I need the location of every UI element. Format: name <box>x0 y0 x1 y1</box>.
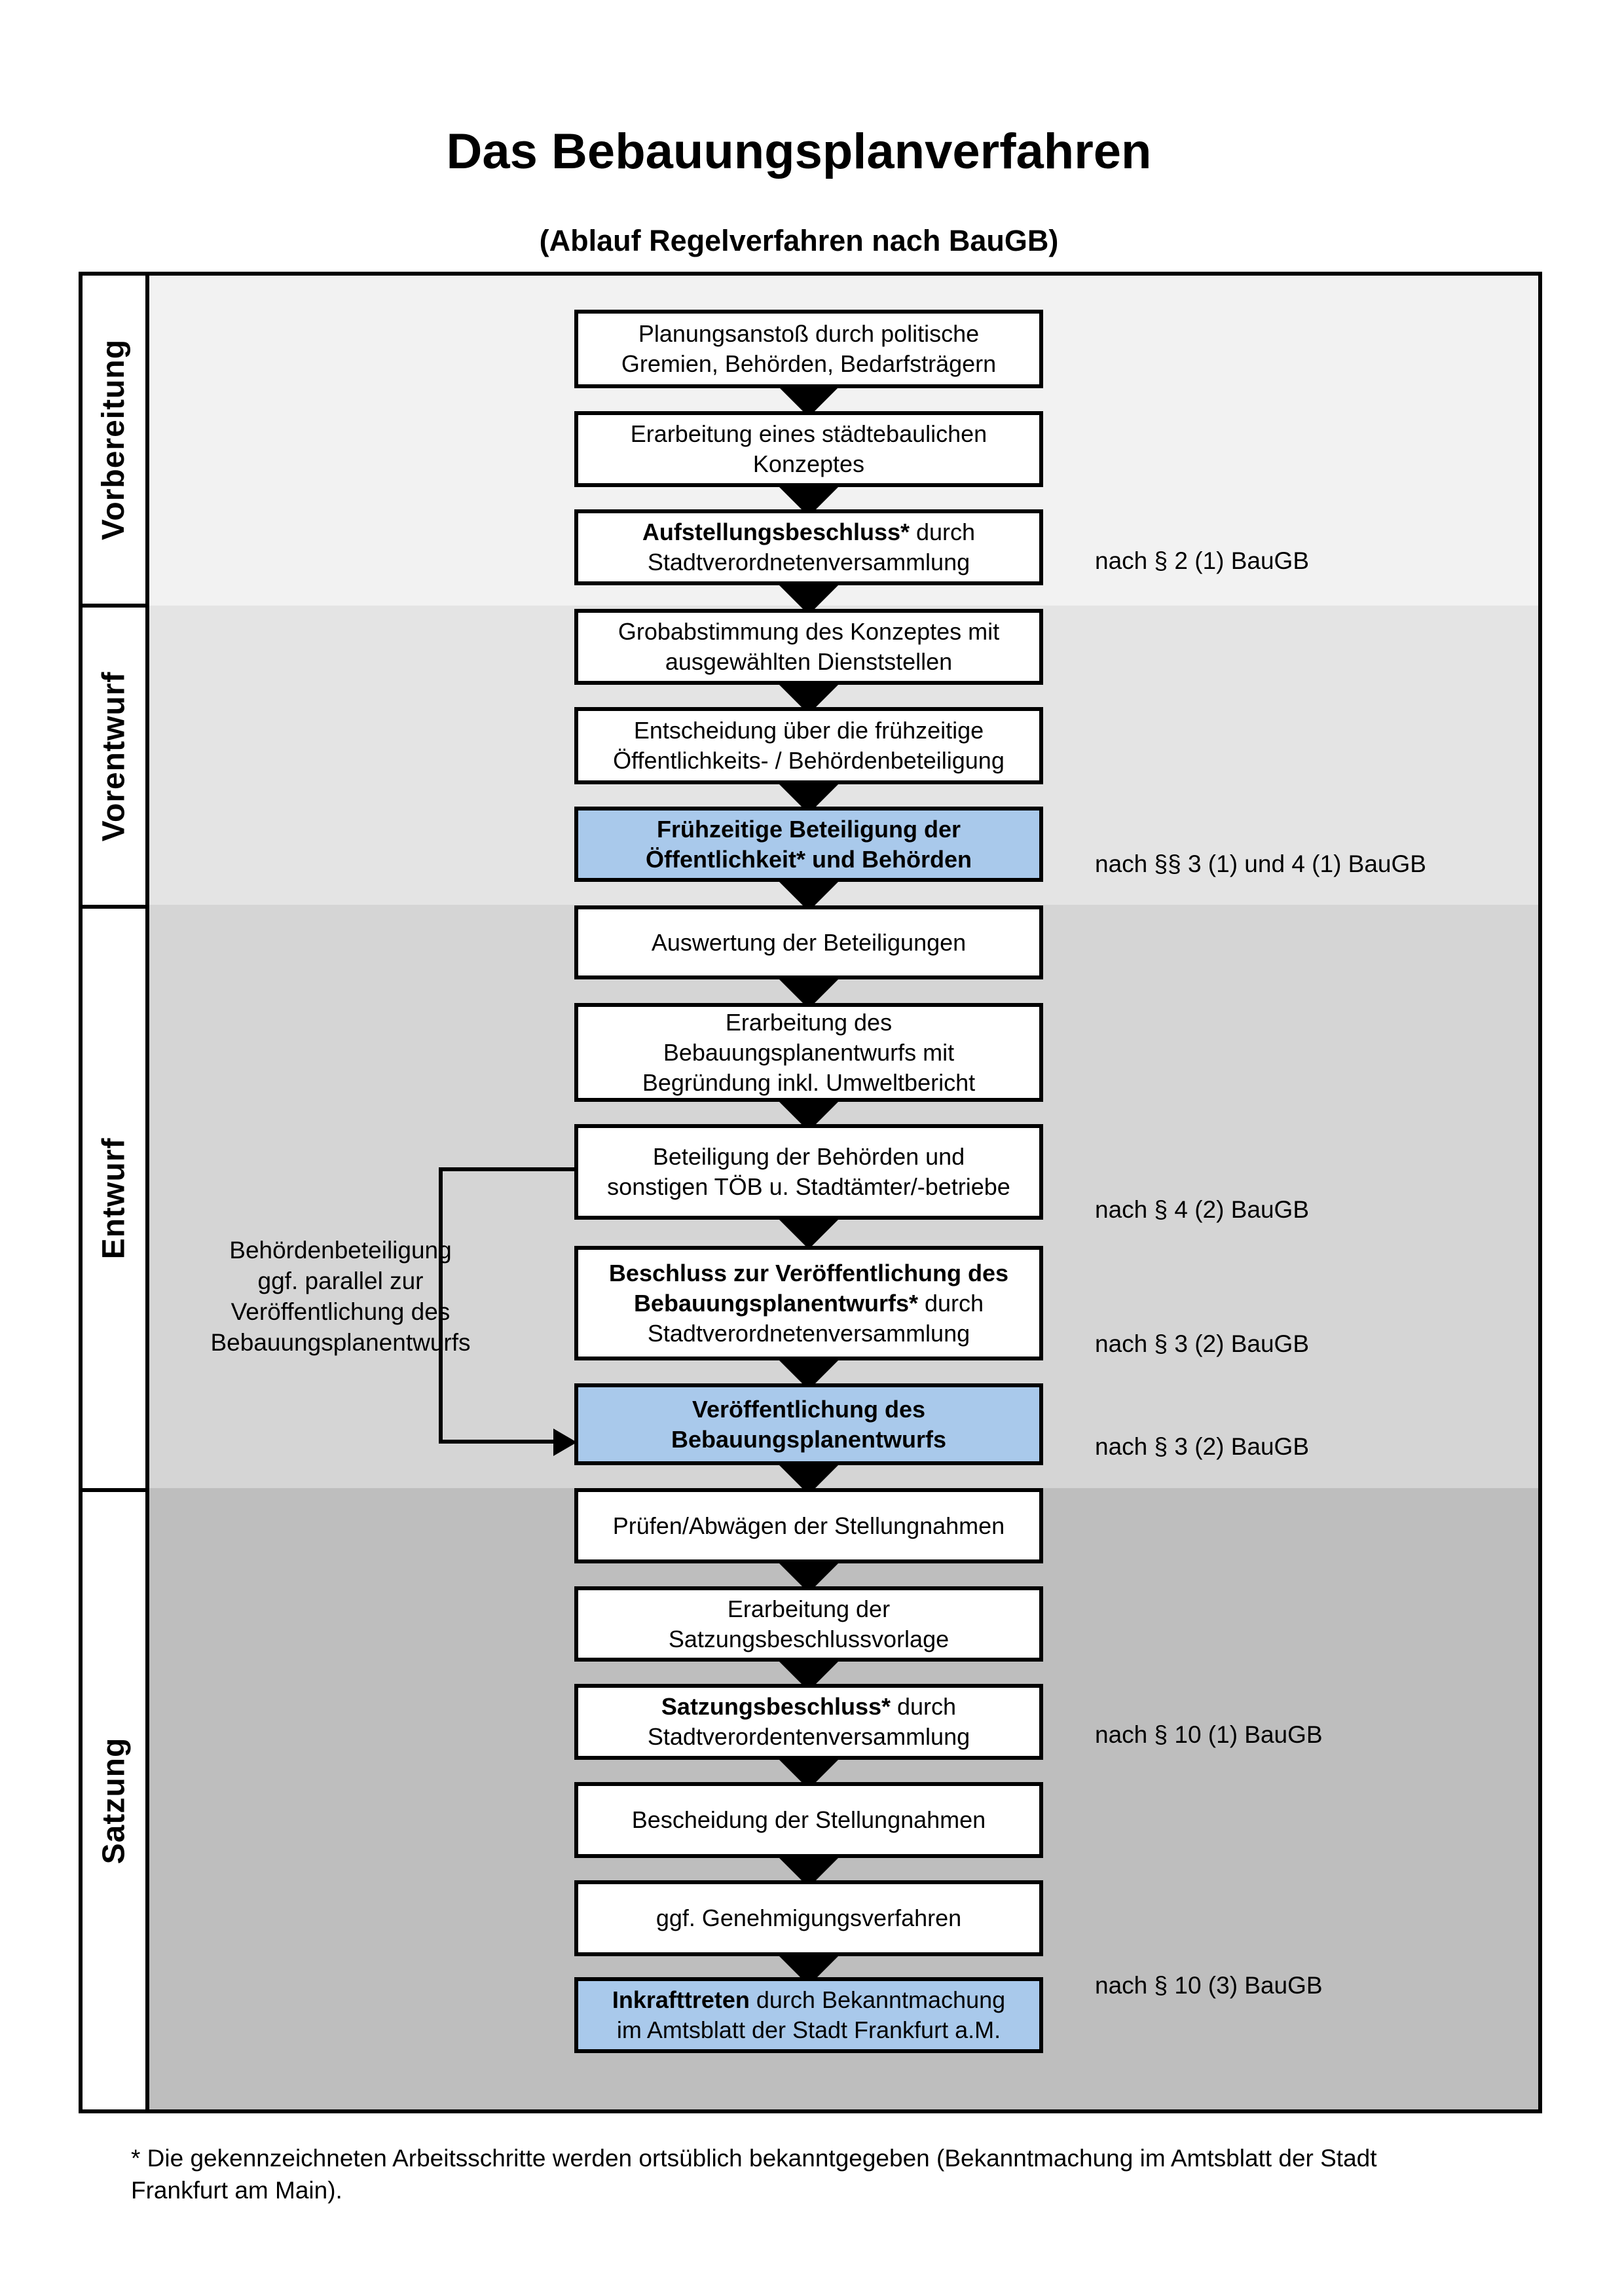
flow-box-text: Planungsanstoß durch politische Gremien,… <box>621 320 997 377</box>
phase-cell-vorbereitung: Vorbereitung <box>79 272 149 608</box>
flow-box-pruefen-abwaegen: Prüfen/Abwägen der Stellungnahmen <box>574 1488 1043 1563</box>
flow-box-text: ggf. Genehmigungsverfahren <box>655 1904 962 1931</box>
law-ref: nach § 2 (1) BauGB <box>1095 547 1310 574</box>
flow-box-text: Bescheidung der Stellungnahmen <box>631 1806 986 1833</box>
flow-box-entscheidung-beteiligung: Entscheidung über die frühzeitige Öffent… <box>574 707 1043 784</box>
flow-box-genehmigungsverfahren: ggf. Genehmigungsverfahren <box>574 1880 1043 1956</box>
flow-box-text: Aufstellungsbeschluss* durch Stadtverord… <box>642 519 976 575</box>
right-arrowhead-icon <box>553 1429 577 1456</box>
flow-box-auswertung: Auswertung der Beteiligungen <box>574 905 1043 979</box>
flow-box-text: Satzungsbeschluss* durch Stadtverordente… <box>647 1693 970 1750</box>
parallel-bracket-bottom-line <box>439 1440 553 1444</box>
phase-label-vorentwurf: Vorentwurf <box>96 671 132 841</box>
flow-box-text: Erarbeitung des Bebauungsplanentwurfs mi… <box>642 1008 976 1096</box>
law-ref: nach §§ 3 (1) und 4 (1) BauGB <box>1095 850 1426 877</box>
law-ref: nach § 3 (2) BauGB <box>1095 1433 1310 1460</box>
flow-box-planungsanstoss: Planungsanstoß durch politische Gremien,… <box>574 310 1043 388</box>
law-ref: nach § 10 (3) BauGB <box>1095 1972 1323 1999</box>
flow-box-bescheidung: Bescheidung der Stellungnahmen <box>574 1782 1043 1858</box>
flow-box-satzungsbeschluss: Satzungsbeschluss* durch Stadtverordente… <box>574 1684 1043 1760</box>
flow-box-text: Grobabstimmung des Konzeptes mit ausgewä… <box>618 618 1000 675</box>
flow-box-text: Erarbeitung eines städtebaulichen Konzep… <box>630 420 987 477</box>
flow-box-text: Beschluss zur Veröffentlichung des Bebau… <box>608 1259 1009 1347</box>
flow-box-text: Entscheidung über die frühzeitige Öffent… <box>613 717 1005 774</box>
phase-label-satzung: Satzung <box>96 1737 132 1865</box>
flow-box-text: Inkrafttreten durch Bekanntmachung im Am… <box>612 1986 1006 2043</box>
law-ref: nach § 3 (2) BauGB <box>1095 1330 1310 1357</box>
phase-cell-vorentwurf: Vorentwurf <box>79 604 149 909</box>
flow-box-fruehzeitige-beteiligung: Frühzeitige Beteiligung der Öffentlichke… <box>574 807 1043 882</box>
phase-cell-satzung: Satzung <box>79 1488 149 2113</box>
law-ref: nach § 10 (1) BauGB <box>1095 1721 1323 1748</box>
footnote: * Die gekennzeichneten Arbeitsschritte w… <box>131 2145 1377 2204</box>
parallel-bracket-top-line <box>439 1167 574 1171</box>
phase-cell-entwurf: Entwurf <box>79 905 149 1492</box>
flow-box-text: Frühzeitige Beteiligung der Öffentlichke… <box>645 815 972 873</box>
flow-box-satzungsbeschlussvorlage: Erarbeitung der Satzungsbeschlussvorlage <box>574 1586 1043 1662</box>
flow-box-beteiligung-behoerden: Beteiligung der Behörden und sonstigen T… <box>574 1124 1043 1220</box>
law-ref: nach § 4 (2) BauGB <box>1095 1196 1310 1223</box>
flow-box-beschluss-veroeffentlichung: Beschluss zur Veröffentlichung des Bebau… <box>574 1246 1043 1360</box>
phase-label-entwurf: Entwurf <box>96 1137 132 1260</box>
flow-box-text: Beteiligung der Behörden und sonstigen T… <box>607 1143 1010 1200</box>
flow-box-text: Prüfen/Abwägen der Stellungnahmen <box>612 1512 1005 1539</box>
phase-label-vorbereitung: Vorbereitung <box>96 338 132 541</box>
flow-box-text: Auswertung der Beteiligungen <box>651 928 967 956</box>
flow-box-text: Erarbeitung der Satzungsbeschlussvorlage <box>668 1595 950 1652</box>
flow-box-staedtebauliches-konzept: Erarbeitung eines städtebaulichen Konzep… <box>574 411 1043 487</box>
side-note: Behördenbeteiligung ggf. parallel zur Ve… <box>210 1237 471 1356</box>
flow-box-veroeffentlichung: Veröffentlichung des Bebauungsplanentwur… <box>574 1383 1043 1465</box>
flow-box-grobabstimmung: Grobabstimmung des Konzeptes mit ausgewä… <box>574 609 1043 685</box>
flow-box-text: Veröffentlichung des Bebauungsplanentwur… <box>671 1395 947 1453</box>
parallel-bracket-vertical-line <box>439 1167 443 1444</box>
page-subtitle: (Ablauf Regelverfahren nach BauGB) <box>539 224 1059 257</box>
page-title: Das Bebauungsplanverfahren <box>446 124 1152 179</box>
flow-box-inkrafttreten: Inkrafttreten durch Bekanntmachung im Am… <box>574 1977 1043 2053</box>
down-arrow-icon <box>779 1220 838 1249</box>
flow-box-aufstellungsbeschluss: Aufstellungsbeschluss* durch Stadtverord… <box>574 509 1043 585</box>
flow-box-erarbeitung-entwurf: Erarbeitung des Bebauungsplanentwurfs mi… <box>574 1003 1043 1102</box>
